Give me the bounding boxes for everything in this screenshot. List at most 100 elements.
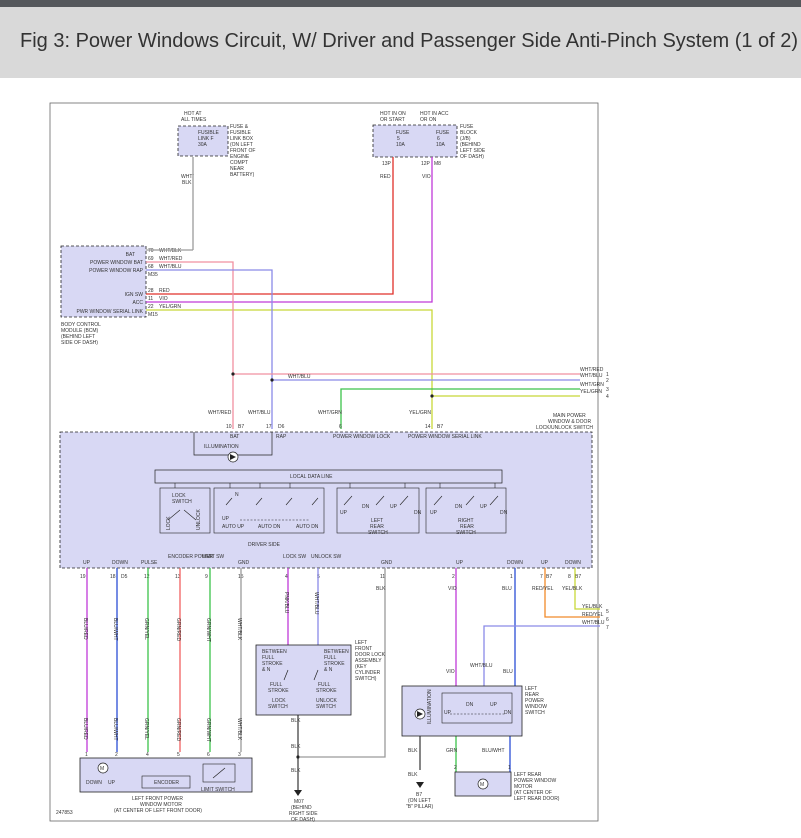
ds-auto-dn: AUTO DN: [258, 524, 281, 530]
conn-a-pin-4: 4: [606, 394, 609, 400]
lfm-pin-4: 4: [146, 752, 149, 758]
cb-pin-6: 6: [606, 617, 609, 623]
lw-whtblk: WHT/BLK: [236, 618, 242, 641]
lr-sw-dn2: DN: [504, 710, 512, 716]
lrs-wire-blk-2: BLK: [408, 772, 418, 778]
rr-label-2: REAR: [460, 524, 474, 530]
dl-between-3: STROKE: [262, 661, 283, 667]
bcm-pin-69: 69: [148, 256, 154, 262]
bcm-wire-yelgrn: YEL/GRN: [159, 304, 181, 310]
lr-up-2: UP: [390, 504, 398, 510]
bcm-wire-red: RED: [159, 288, 170, 294]
ds-up-label: UP: [222, 516, 230, 522]
ms-pin-18: 18: [110, 574, 116, 580]
bcm-name-2: MODULE (BCM): [61, 328, 99, 334]
fuse-loc-1: FUSE &: [230, 124, 249, 130]
fb-pin-3: M8: [434, 161, 441, 167]
dl-between-6: FULL: [324, 655, 336, 661]
ms-pin-d5: D5: [121, 574, 128, 580]
mid-wire-whtblu: WHT/BLU: [288, 374, 311, 380]
ms-pin-1: 1: [510, 574, 513, 580]
lrm-name-2: POWER WINDOW: [514, 778, 556, 784]
fb-pin-2: 12P: [421, 161, 431, 167]
lr-dn-2: DN: [414, 510, 422, 516]
lower-wires: [86, 568, 600, 790]
dl-lock-1: LOCK: [272, 698, 286, 704]
ms-bot-unlock: UNLOCK SW: [311, 554, 342, 560]
ms-bot-lock: LOCK SW: [283, 554, 306, 560]
ms-bot-down-1: DOWN: [112, 560, 128, 566]
lw-grnyel: GRN/YEL: [143, 618, 149, 640]
fb-loc-5: LEFT SIDE: [460, 148, 486, 154]
bcm-label-bat: BAT: [126, 252, 135, 258]
fuse-loc-5: FRONT OF: [230, 148, 255, 154]
rr-dn: DN: [455, 504, 463, 510]
ms-bot-gnd-2: GND: [381, 560, 393, 566]
lfm-pin-3: 3: [238, 752, 241, 758]
fuse-wire-2: BLK: [182, 180, 192, 186]
fuse-loc-3: LINK BOX: [230, 136, 254, 142]
connector-a: WHT/RED WHT/BLU WHT/GRN YEL/GRN 1 2 3 4: [580, 367, 609, 400]
gnd-name-3: RIGHT SIDE: [289, 811, 318, 817]
conn-a-wire-2: WHT/BLU: [580, 373, 603, 379]
lfm-down: DOWN: [86, 780, 102, 786]
bcm-label-acc: ACC: [132, 300, 143, 306]
rr-label-3: SWITCH: [456, 530, 476, 536]
ds-n-label: N: [235, 492, 239, 498]
dl-full-2: STROKE: [268, 688, 289, 694]
ms-pin-b7a: B7: [546, 574, 552, 580]
fb-pin-1: 13P: [382, 161, 392, 167]
ms-pin-2: 2: [452, 574, 455, 580]
rr-up: UP: [430, 510, 438, 516]
rear-in-blu: BLU: [503, 669, 513, 675]
fb-loc-2: BLOCK: [460, 130, 478, 136]
figure-header: Fig 3: Power Windows Circuit, W/ Driver …: [0, 7, 801, 78]
lock-label: LOCK: [166, 516, 172, 530]
lfm-pin-1: 1: [85, 752, 88, 758]
gnd-name-4: OF DASH): [291, 817, 315, 823]
driver-side-label: DRIVER SIDE: [248, 542, 281, 548]
lr-label-2: REAR: [370, 524, 384, 530]
lrm-name-3: MOTOR: [514, 784, 533, 790]
lw-bluwht-2: BLU/WHT: [112, 718, 118, 741]
fb-fuse1-1: FUSE: [396, 130, 410, 136]
lock-switch-label-2: SWITCH: [172, 499, 192, 505]
lr-illum: ILLUMINATION: [427, 689, 433, 724]
ms-top-pin-6: 14: [425, 424, 431, 430]
bcm-wire-whtblk: WHT/BLK: [159, 248, 182, 254]
fuse-loc-6: ENGINE: [230, 154, 250, 160]
bcm-pin-m15: M15: [148, 312, 158, 318]
cb-wire-3: WHT/BLU: [582, 620, 605, 626]
ms-pin-19: 19: [80, 574, 86, 580]
fuse-loc-8: NEAR: [230, 166, 244, 172]
lw-redyel: RED/YEL: [532, 586, 554, 592]
ms-pin-4: 4: [285, 574, 288, 580]
ms-top-pin-1: 10: [226, 424, 232, 430]
b7-name-2: (ON LEFT: [408, 798, 431, 804]
ms-bot-up-2: UP: [456, 560, 464, 566]
conn-a-wire-4: YEL/GRN: [580, 389, 602, 395]
gnd-name-2: (BEHIND: [291, 805, 312, 811]
dl-name-5: (KEY: [355, 664, 367, 670]
fuse-block: HOT IN ON OR START HOT IN ACC OR ON FUSE…: [372, 111, 486, 180]
ds-auto-up: AUTO UP: [222, 524, 245, 530]
lw-grnred-2: GRN/RED: [175, 718, 181, 741]
lr-dn: DN: [362, 504, 370, 510]
bcm-name-3: (BEHIND LEFT: [61, 334, 95, 340]
dl-name-7: SWITCH): [355, 676, 377, 682]
ms-pin-9: 9: [205, 574, 208, 580]
conn-a-wire-1: WHT/RED: [580, 367, 604, 373]
fb-fuse1-3: 10A: [396, 142, 406, 148]
gnd-name-1: M07: [294, 799, 304, 805]
bcm: BAT POWER WINDOW BAT POWER WINDOW RAP IG…: [60, 245, 183, 346]
left-front-motor: 1 2 4 5 6 3 M DOWN UP ENCODER LIMIT SWIT…: [79, 752, 253, 814]
lfm-up: UP: [108, 780, 116, 786]
cb-pin-7: 7: [606, 625, 609, 631]
dl-name-4: ASSEMBLY: [355, 658, 382, 664]
lr-motor-icon: M: [480, 782, 484, 788]
fb-loc-4: (BEHIND: [460, 142, 481, 148]
top-bar: [0, 0, 801, 7]
main-switch: MAIN POWER WINDOW & DOOR LOCK/UNLOCK SWI…: [59, 410, 593, 580]
ms-bat-label: BAT: [230, 434, 239, 440]
lr-label-1: LEFT: [371, 518, 383, 524]
